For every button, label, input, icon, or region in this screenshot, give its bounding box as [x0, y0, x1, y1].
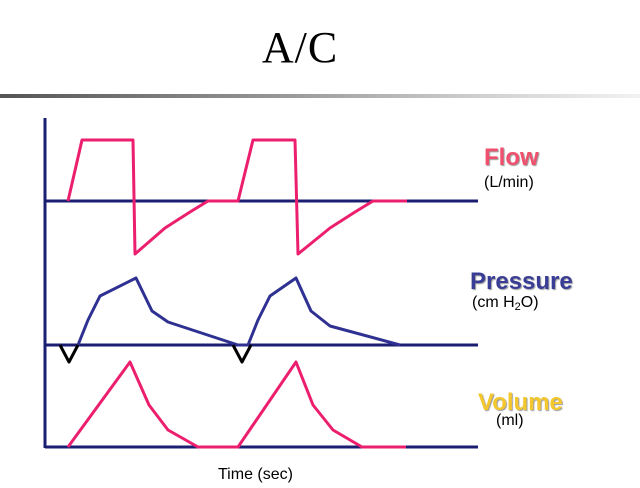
flow-unit: (L/min)	[484, 174, 534, 191]
trigger-dip-1	[58, 344, 80, 364]
pressure-label: Pressure	[470, 268, 573, 295]
pressure-unit-prefix: (cm H	[472, 294, 515, 311]
title-divider	[0, 94, 640, 98]
flow-label: Flow	[484, 144, 539, 171]
volume-unit: (ml)	[496, 412, 524, 429]
pressure-waveform	[76, 276, 401, 347]
pressure-unit-suffix: O)	[520, 294, 539, 311]
flow-waveform	[66, 138, 407, 256]
pressure-unit: (cm H2O)	[472, 294, 539, 313]
time-axis-label: Time (sec)	[218, 466, 293, 483]
slide-title: A/C	[261, 23, 339, 72]
trigger-dip-2	[231, 344, 253, 364]
volume-waveform	[66, 360, 406, 449]
volume-label: Volume	[478, 389, 563, 416]
pressure-unit-subscript: 2	[514, 301, 521, 313]
